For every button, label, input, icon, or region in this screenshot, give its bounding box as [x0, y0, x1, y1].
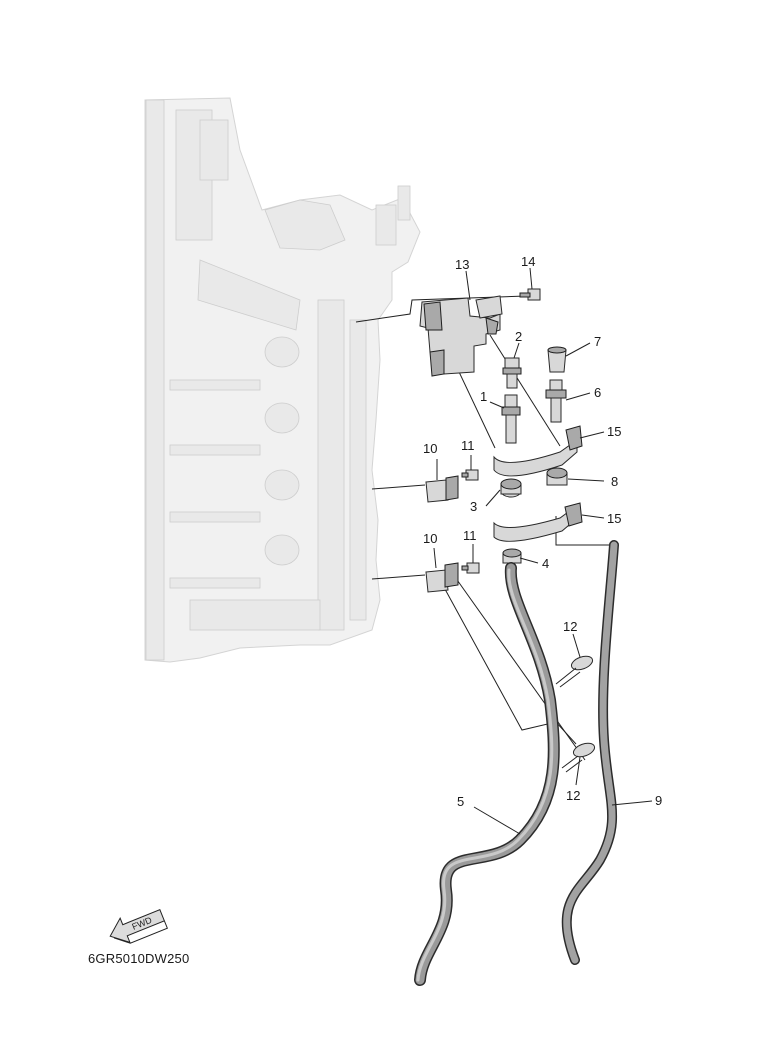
callout-9: 9: [655, 793, 662, 808]
callout-10-upper: 10: [423, 441, 437, 456]
fitting-7: [547, 346, 567, 373]
callout-10-lower: 10: [423, 531, 437, 546]
callout-1: 1: [480, 389, 487, 404]
callout-11-upper: 11: [461, 438, 475, 453]
callout-13: 13: [455, 257, 469, 272]
callout-6: 6: [594, 385, 601, 400]
engine-block-ghost: [144, 97, 421, 663]
leader-lines: [355, 295, 612, 761]
bracket-10-lower: [425, 562, 459, 593]
clip-12-lower: [561, 742, 596, 773]
clip-12-upper: [555, 655, 594, 688]
callout-8: 8: [611, 474, 618, 489]
bracket-10-upper: [425, 475, 459, 503]
band-15-upper: [493, 425, 583, 477]
bracket-13: [419, 295, 503, 377]
screw-11-lower: [461, 562, 480, 574]
fwd-arrow-icon: FWD: [109, 909, 169, 944]
fitting-2: [502, 357, 522, 389]
callout-3: 3: [470, 499, 477, 514]
callout-5: 5: [457, 794, 464, 809]
bolt-14: [519, 288, 541, 301]
callout-12-upper: 12: [563, 619, 577, 634]
callout-2: 2: [515, 329, 522, 344]
fitting-1: [501, 394, 521, 444]
hose-9: [561, 540, 619, 965]
callout-leaders: [433, 267, 653, 835]
callout-14: 14: [521, 254, 535, 269]
callout-7: 7: [594, 334, 601, 349]
callout-4: 4: [542, 556, 549, 571]
callout-11-lower: 11: [463, 528, 477, 543]
callout-12-lower: 12: [566, 788, 580, 803]
band-15-lower: [493, 502, 583, 542]
drawing-code: 6GR5010DW250: [88, 951, 189, 966]
callout-15-upper: 15: [607, 424, 621, 439]
grommet-8: [546, 467, 568, 486]
screw-11-upper: [461, 469, 479, 481]
callout-labels: 13 14 2 7 1 6 15 10 11 8 3 15 10 11 4 12…: [423, 254, 662, 809]
fitting-6: [545, 379, 567, 423]
grommet-3: [500, 478, 522, 498]
clamp-4: [502, 548, 522, 564]
callout-15-lower: 15: [607, 511, 621, 526]
hose-5: [414, 562, 560, 986]
